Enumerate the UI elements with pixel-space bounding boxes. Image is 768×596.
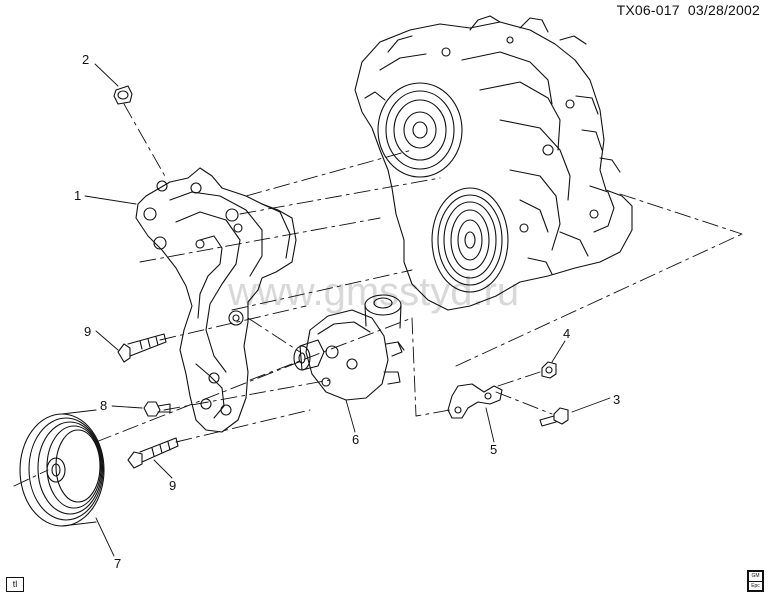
callout-6: 6	[352, 432, 359, 447]
diagram-header: TX06-017 03/28/2002	[617, 2, 760, 18]
callout-8: 8	[100, 398, 107, 413]
logo-top-text: GM	[749, 572, 762, 581]
callout-labels: 2 1 3 4 5 6 7 8 9 9	[74, 52, 620, 571]
callout-1: 1	[74, 188, 81, 203]
pump-brace	[447, 383, 503, 419]
bolt-item-2	[113, 85, 133, 105]
callout-3: 3	[613, 392, 620, 407]
callout-7: 7	[114, 556, 121, 571]
engine-block	[354, 15, 633, 311]
nut-item-4	[541, 361, 557, 379]
gm-epc-logo: GM Epc	[747, 570, 764, 592]
callout-9-lower: 9	[169, 478, 176, 493]
bolt-item-9-upper	[117, 333, 167, 363]
alignment-leader-lines	[13, 103, 743, 487]
bracket-pump-pivot-hole	[228, 310, 244, 326]
callout-4: 4	[563, 326, 570, 341]
callout-5: 5	[490, 442, 497, 457]
callout-leaders	[84, 63, 611, 557]
logo-bottom-text: Epc	[749, 582, 762, 590]
callout-2: 2	[82, 52, 89, 67]
bolt-item-3	[539, 407, 569, 427]
bolt-item-8	[143, 401, 171, 417]
power-steering-pump	[293, 294, 405, 401]
diagram-date: 03/28/2002	[687, 2, 760, 18]
bolt-item-9-lower	[127, 437, 179, 469]
callout-9-upper: 9	[84, 324, 91, 339]
bracket-bolt-hole	[156, 180, 168, 192]
pump-pulley	[19, 409, 105, 527]
diagram-id: TX06-017	[616, 2, 680, 18]
crank-upper-pulley	[377, 82, 463, 178]
corner-tag: tl	[6, 577, 24, 592]
crank-damper-pulley	[431, 187, 509, 293]
